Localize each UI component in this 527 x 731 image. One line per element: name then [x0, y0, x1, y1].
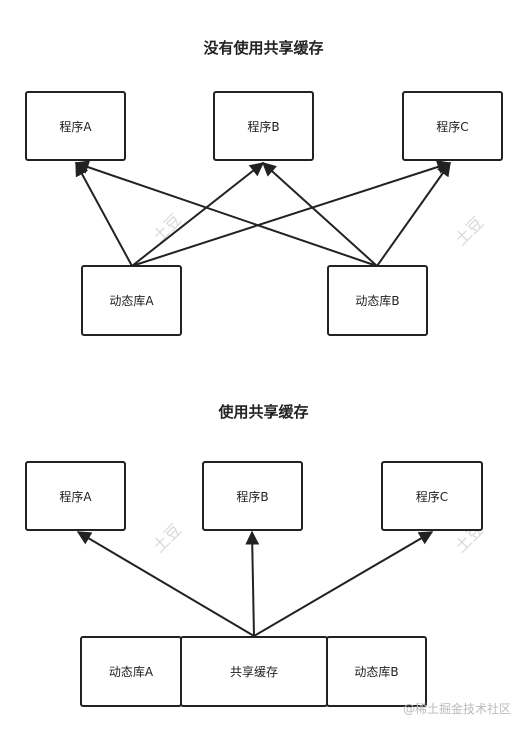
edge-libb-to-prog-b — [261, 162, 378, 267]
edge-liba-to-prog-c — [131, 160, 452, 267]
edge-libb-to-prog-a — [74, 160, 378, 267]
edge-liba-to-prog-b — [131, 162, 265, 267]
edge-cache-to-prog-a — [76, 531, 255, 637]
program-b-node: 程序B — [213, 91, 314, 161]
edge-liba-to-prog-a — [75, 161, 133, 267]
program-a-node: 程序A — [25, 91, 126, 161]
program-c-node: 程序C — [402, 91, 503, 161]
program-c-node: 程序C — [381, 461, 483, 531]
section-title-without-cache: 没有使用共享缓存 — [203, 39, 324, 57]
section-title-with-cache: 使用共享缓存 — [218, 403, 309, 421]
edge-libb-to-prog-c — [376, 161, 451, 267]
program-b-node: 程序B — [202, 461, 303, 531]
library-a-node: 动态库A — [80, 636, 182, 707]
library-b-node: 动态库B — [326, 636, 427, 707]
library-b-node: 动态库B — [327, 265, 428, 336]
footer-watermark: @稀土掘金技术社区 — [402, 702, 511, 716]
library-a-node: 动态库A — [81, 265, 182, 336]
edge-cache-to-prog-b — [245, 530, 260, 637]
edge-cache-to-prog-c — [253, 531, 434, 637]
shared-cache-node: 共享缓存 — [180, 636, 328, 707]
program-a-node: 程序A — [25, 461, 126, 531]
